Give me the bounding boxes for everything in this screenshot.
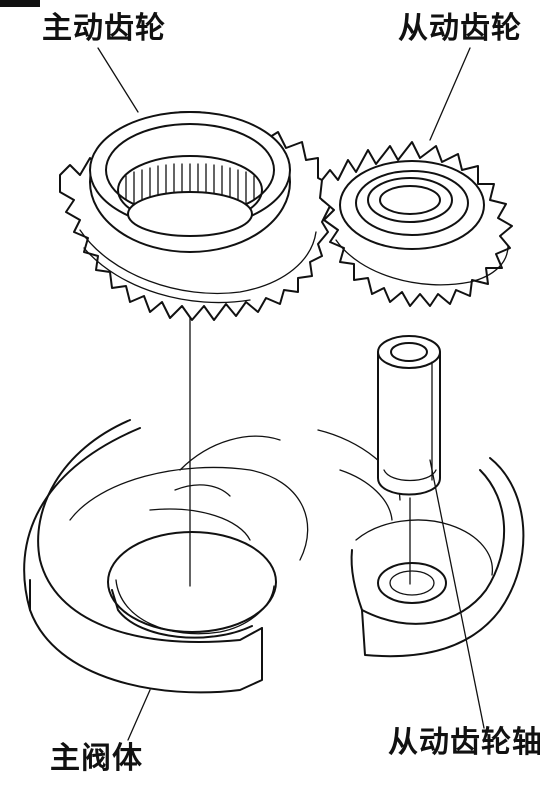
driven-gear-shaft-illustration: [377, 335, 441, 496]
main-valve-body-illustration: [23, 419, 525, 694]
driven-gear-shaft-label: 从动齿轮轴: [388, 725, 540, 760]
drive-gear-label: 主动齿轮: [42, 11, 166, 46]
corner-mark: [0, 0, 40, 7]
leader-lines: [97, 47, 485, 741]
drive-gear-illustration: [59, 111, 331, 321]
main-valve-body-label: 主阀体: [50, 741, 143, 776]
driven-gear-label: 从动齿轮: [398, 11, 522, 46]
driven-gear-illustration: [319, 141, 513, 307]
